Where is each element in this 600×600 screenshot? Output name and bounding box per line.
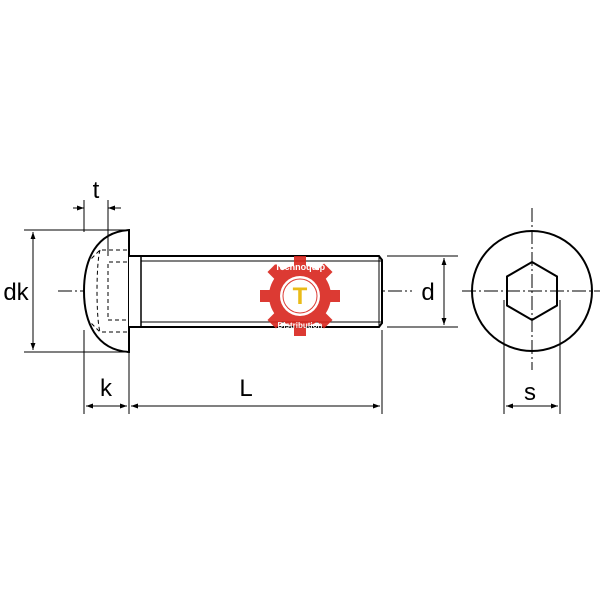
label-L: L <box>239 375 252 402</box>
dimension-lines <box>24 200 561 414</box>
label-dk: dk <box>3 279 29 306</box>
logo-text-top: Technoquip <box>275 262 326 272</box>
hex-socket-hidden <box>87 249 127 333</box>
hex-socket <box>506 260 558 322</box>
logo-text-bottom: Distribution <box>278 321 323 330</box>
dimension-labels: t dk d k L s <box>3 177 536 406</box>
screw-shank <box>129 255 383 328</box>
head-outline-circle <box>471 230 593 352</box>
technoquip-logo: T Technoquip Distribution <box>260 256 340 336</box>
screw-side-view <box>58 228 412 354</box>
button-head <box>82 228 130 354</box>
label-d: d <box>421 279 434 306</box>
screw-end-view <box>462 208 600 370</box>
label-k: k <box>100 375 113 402</box>
label-t: t <box>93 177 100 204</box>
label-s: s <box>524 379 536 406</box>
logo-letter: T <box>293 283 308 310</box>
